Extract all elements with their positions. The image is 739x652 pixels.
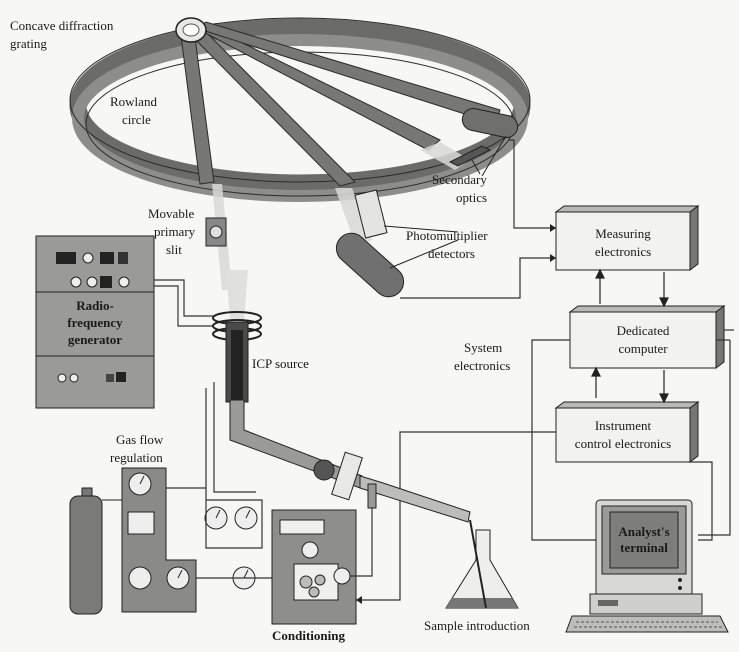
- rowland-label-1: Rowland: [110, 94, 157, 109]
- slit-label-3: slit: [166, 242, 182, 257]
- box-arrows: [591, 268, 669, 404]
- instrument-label-1: Instrument: [595, 418, 652, 433]
- system-label-2: electronics: [454, 358, 510, 373]
- conditioning-unit: [271, 508, 373, 625]
- rowland-label-2: circle: [122, 112, 151, 127]
- analyst-terminal: Analyst's terminal: [565, 499, 729, 633]
- terminal-label-1: Analyst's: [618, 524, 669, 539]
- slit-label-2: primary: [154, 224, 196, 239]
- conditioning-label: Conditioning: [272, 628, 345, 643]
- sample-label: Sample introduction: [424, 618, 530, 633]
- icp-torch: [212, 270, 471, 523]
- gasflow-label-2: regulation: [110, 450, 163, 465]
- measuring-electronics-box: Measuring electronics: [554, 205, 700, 271]
- grating-label-2: grating: [10, 36, 47, 51]
- signal-wires: [356, 139, 734, 601]
- rf-label-1: Radio-: [76, 298, 114, 313]
- gas-flow-panel: [102, 467, 197, 613]
- concave-grating: [175, 17, 207, 43]
- rf-label-2: frequency: [67, 315, 123, 330]
- icp-label: ICP source: [252, 356, 309, 371]
- secondary-label-2: optics: [456, 190, 487, 205]
- terminal-label-2: terminal: [620, 540, 668, 555]
- gas-cylinder: [69, 487, 103, 615]
- measuring-label-1: Measuring: [595, 226, 651, 241]
- pmt-leaders: [383, 135, 507, 269]
- grating-label-1: Concave diffraction: [10, 18, 114, 33]
- instrument-control-box: Instrument control electronics: [554, 401, 700, 463]
- computer-label-1: Dedicated: [617, 323, 670, 338]
- system-label-1: System: [464, 340, 502, 355]
- rf-cables: [154, 279, 214, 327]
- rf-generator: Radio- frequency generator: [35, 235, 155, 409]
- measuring-label-2: electronics: [595, 244, 651, 259]
- gas-lines: [166, 382, 272, 579]
- pmt-label-1: Photomultiplier: [406, 228, 488, 243]
- pmt-label-2: detectors: [428, 246, 475, 261]
- slit-label-1: Movable: [148, 206, 194, 221]
- secondary-mirror: [461, 107, 519, 139]
- rf-label-3: generator: [68, 332, 122, 347]
- sample-flask: [445, 519, 519, 609]
- dedicated-computer-box: Dedicated computer: [568, 305, 726, 369]
- computer-label-2: computer: [618, 341, 668, 356]
- photomultiplier-window: [354, 189, 388, 239]
- instrument-label-2: control electronics: [575, 436, 671, 451]
- primary-slit: [205, 217, 227, 247]
- secondary-prism: [448, 145, 492, 167]
- gasflow-label-1: Gas flow: [116, 432, 164, 447]
- secondary-label-1: Secondary: [432, 172, 487, 187]
- photomultiplier-tube: [335, 232, 405, 298]
